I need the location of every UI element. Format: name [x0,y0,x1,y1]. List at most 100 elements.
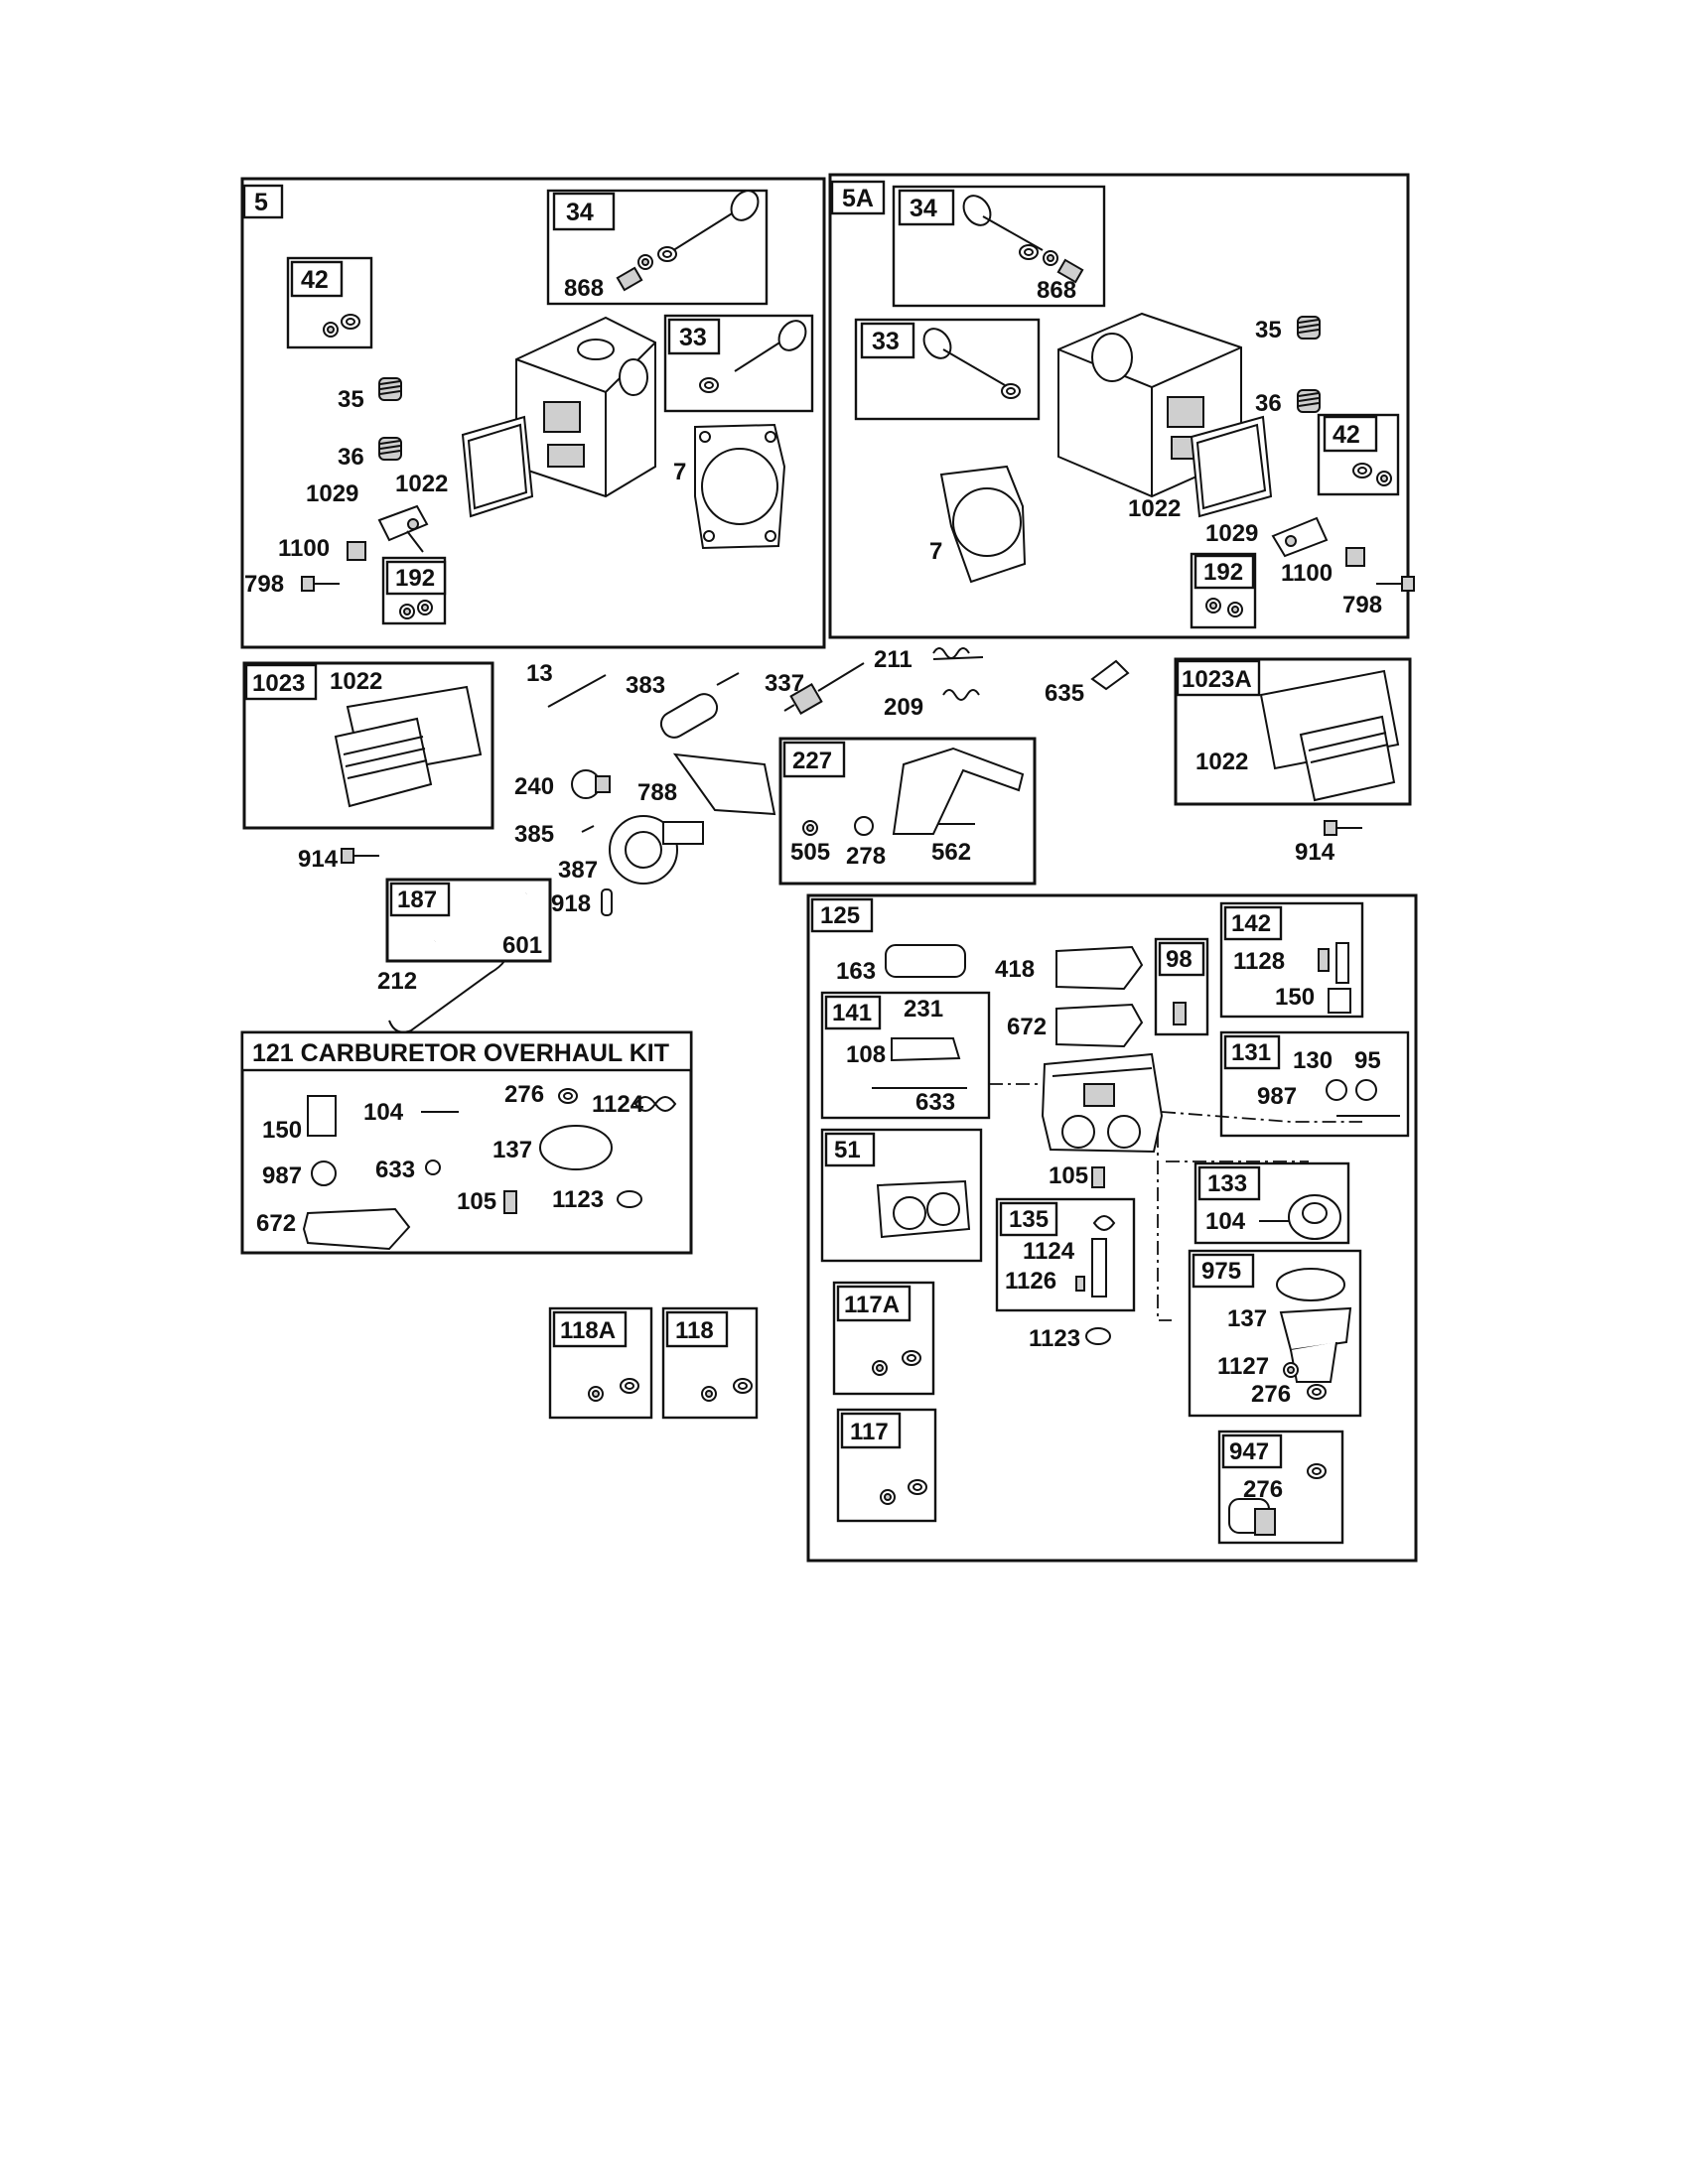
breather-icon [377,504,429,553]
part-number-label: 240 [514,773,554,800]
part-number-label: 798 [244,571,284,598]
part-number-label: 868 [564,275,604,302]
part-number-label: 383 [626,672,665,699]
part-number-label: 387 [558,857,598,884]
part-number-label: 1022 [330,668,382,695]
carburetor-body-icon [1041,1052,1164,1154]
part-number-label: 105 [457,1188,496,1215]
section-5a: 5A 34 868 33 35 [828,173,1415,639]
part-number-label: 1029 [1205,520,1258,547]
part-number-label: 7 [673,459,686,485]
kit-98: 98 [1154,937,1209,1036]
part-number-label: 505 [790,839,830,866]
fuel-pump-bracket-icon [659,672,740,739]
part-number-label: 798 [1342,592,1382,618]
kit-192: 192 [381,556,447,625]
part-number-label: 33 [872,328,900,355]
part-number-label: 1029 [306,480,358,507]
part-number-label: 276 [504,1081,544,1108]
part-number-label: 95 [1354,1047,1381,1074]
part-number-label: 104 [1205,1208,1246,1235]
part-number-label: 34 [566,199,594,226]
section-5: 5 34 868 42 33 [240,177,826,649]
head-gasket-b-icon [939,465,1027,584]
part-number-label: 1100 [1281,560,1333,587]
rocker-gasket-b-icon [1190,415,1273,518]
part-number-label: 150 [1275,984,1315,1011]
part-number-label: 142 [1231,910,1271,937]
kit-117a: 117A [832,1281,935,1396]
part-number-label: 1124 [592,1091,644,1118]
part-number-label: 1127 [1217,1353,1269,1380]
kit-34-b: 34 868 [892,185,1106,308]
section-id: 5 [254,189,268,216]
part-number-label: 7 [929,538,942,565]
part-number-label: 788 [637,779,677,806]
part-number-label: 1022 [1128,495,1181,522]
part-number-label: 163 [836,958,876,985]
part-number-label: 118 [675,1317,714,1344]
part-number-label: 125 [820,902,860,929]
part-number-label: 192 [395,565,435,592]
kit-192-b: 192 [1190,552,1257,629]
part-number-label: 42 [301,266,329,294]
part-number-label: 868 [1037,277,1076,304]
part-number-label: 1123 [552,1186,604,1213]
kit-33-b: 33 [854,318,1041,421]
part-number-label: 914 [1295,839,1335,866]
kit-131: 131 130 95 987 [1219,1030,1410,1138]
part-number-label: 141 [832,1000,872,1026]
part-number-label: 635 [1045,680,1084,707]
cylinder-head-icon [515,316,656,498]
kit-51: 51 [820,1128,983,1263]
part-number-label: 35 [1255,317,1282,343]
part-number-label: 672 [256,1210,296,1237]
part-number-label: 187 [397,887,437,913]
kit-1023a: 1023A 1022 [1174,657,1412,806]
part-number-label: 278 [846,843,886,870]
part-number-label: 1124 [1023,1238,1075,1265]
rocker-gasket-icon [461,415,534,518]
kit-33: 33 [663,314,814,413]
part-number-label: 117 [850,1419,889,1445]
kit-34: 34 868 [546,189,769,306]
kit-42: 42 [286,256,373,349]
part-number-label: 34 [910,195,937,222]
kit-117: 117 [836,1408,937,1523]
part-number-label: 1022 [1195,749,1248,775]
part-number-label: 135 [1009,1206,1049,1233]
part-number-label: 209 [884,694,923,721]
part-number-label: 212 [377,968,417,995]
part-number-label: 5A [842,185,874,212]
part-number-label: 418 [995,956,1035,983]
part-number-label: 918 [551,890,591,917]
misc-parts: 13 383 337 211 209 635 240 788 385 [377,646,1130,1033]
kit-135: 135 1124 1126 [995,1197,1136,1312]
part-number-label: 108 [846,1041,886,1068]
part-number-label: 914 [298,846,339,873]
kit-141: 141 231 108 633 [820,991,991,1120]
kit-121-carburetor-overhaul: 121 CARBURETOR OVERHAUL KIT 150 104 276 … [240,1030,693,1255]
kit-947: 947 276 [1217,1430,1344,1545]
kit-227: 227 505 278 562 [778,737,1037,886]
solenoid-icon [1228,1498,1276,1536]
part-number-label: 42 [1333,421,1360,449]
kit-975: 975 137 1127 276 [1188,1249,1362,1418]
part-number-label: 117A [844,1292,900,1318]
part-number-label: 947 [1229,1438,1269,1465]
part-number-label: 137 [1227,1305,1267,1332]
overhaul-kit-title: 121 CARBURETOR OVERHAUL KIT [252,1039,669,1067]
part-number-label: 227 [792,748,832,774]
head-gasket-icon [694,423,786,550]
part-number-label: 36 [338,444,364,471]
kit-118: 118 [661,1306,759,1420]
exhaust-valve-icon [666,190,760,255]
part-number-label: 36 [1255,390,1282,417]
kit-133: 133 104 [1193,1161,1350,1245]
part-number-label: 1100 [278,535,330,562]
part-number-label: 211 [874,646,912,673]
part-number-label: 1126 [1005,1268,1056,1295]
part-number-label: 1128 [1233,948,1285,975]
part-number-label: 1023A [1182,666,1252,693]
